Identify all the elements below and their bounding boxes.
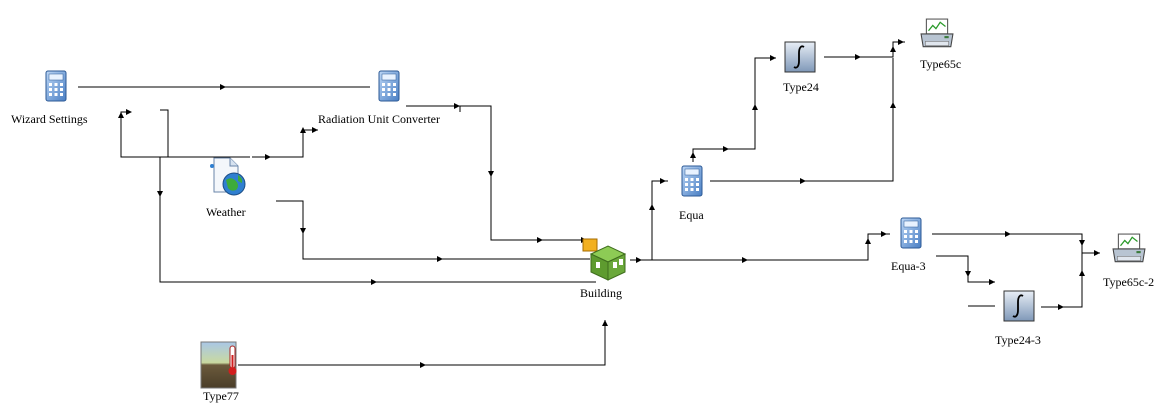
radiation-unit-converter-component[interactable]	[378, 70, 400, 102]
calculator-icon	[45, 70, 67, 102]
wizard-settings-label: Wizard Settings	[11, 112, 88, 126]
building-component[interactable]	[582, 238, 627, 281]
type77-label: Type77	[203, 389, 239, 403]
equa-label: Equa	[679, 208, 704, 222]
weather-label: Weather	[206, 205, 246, 219]
type77-component[interactable]	[200, 341, 237, 389]
connection-wires	[78, 41, 1100, 366]
integrator-icon	[1003, 290, 1035, 322]
weather-globe-icon	[210, 157, 246, 196]
equa-3-label: Equa-3	[891, 259, 926, 273]
ground-temperature-icon	[200, 341, 237, 389]
equa-3-component[interactable]	[900, 217, 922, 249]
type24-label: Type24	[783, 80, 819, 94]
integrator-icon	[784, 41, 816, 73]
type65c-2-component[interactable]	[1112, 233, 1146, 263]
printer-plot-icon	[1112, 233, 1146, 263]
equa-component[interactable]	[681, 165, 703, 197]
calculator-icon	[900, 217, 922, 249]
type24-3-component[interactable]	[1003, 290, 1035, 322]
type24-3-label: Type24-3	[995, 333, 1041, 347]
calculator-icon	[681, 165, 703, 197]
wizard-settings-component[interactable]	[45, 70, 67, 102]
type65c-component[interactable]	[920, 18, 954, 48]
weather-component[interactable]	[210, 157, 246, 196]
printer-plot-icon	[920, 18, 954, 48]
wire-arrowheads	[118, 39, 1100, 368]
building-label: Building	[580, 286, 623, 300]
radiation-unit-converter-label: Radiation Unit Converter	[318, 112, 440, 126]
type65c-label: Type65c	[920, 57, 962, 71]
calculator-icon	[378, 70, 400, 102]
building-icon	[582, 238, 627, 281]
type65c-2-label: Type65c-2	[1103, 275, 1155, 289]
type24-component[interactable]	[784, 41, 816, 73]
